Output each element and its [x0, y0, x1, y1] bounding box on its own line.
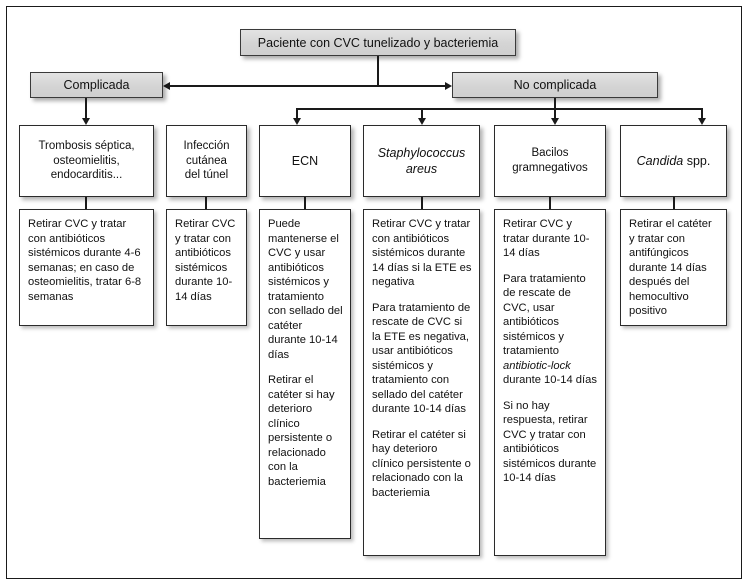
connector-drop-ecn	[296, 108, 298, 120]
connector-trombosis-to-tx	[85, 197, 87, 209]
treatment-staph-p2: Para tratamiento de rescate de CVC si la…	[372, 301, 471, 416]
connector-root-stem	[377, 56, 379, 85]
arrow-to-no-complicada	[445, 81, 452, 90]
treatment-ecn-p1: Puede mantenerse el CVC y usar antibióti…	[268, 218, 343, 361]
connector-bacilos-to-tx	[549, 197, 551, 209]
connector-ecn-to-tx	[304, 197, 306, 209]
node-no-complicada-label: No complicada	[513, 78, 597, 92]
candida-spp-text: spp.	[683, 154, 711, 168]
arrow-to-complicada	[163, 81, 170, 90]
arrow-to-staphylococcus	[417, 118, 426, 125]
node-root-paciente: Paciente con CVC tunelizado y bacteriemi…	[240, 29, 516, 56]
node-category-staphylococcus: Staphylococcus areus	[363, 125, 480, 197]
node-category-infeccion-tunel-label: Infección cutánea del túnel	[183, 139, 230, 182]
connector-split-bar	[170, 85, 445, 87]
connector-drop-bacilos	[554, 108, 556, 120]
node-category-ecn: ECN	[259, 125, 351, 197]
node-category-candida: Candida spp.	[620, 125, 727, 197]
node-category-trombosis: Trombosis séptica, osteomielitis, endoca…	[19, 125, 154, 197]
connector-complicada-down	[85, 98, 87, 119]
node-complicada: Complicada	[30, 72, 163, 98]
node-category-bacilos: Bacilos gramnegativos	[494, 125, 606, 197]
arrow-to-trombosis	[81, 118, 90, 125]
node-category-staphylococcus-label: Staphylococcus areus	[377, 146, 466, 176]
treatment-ecn-p2: Retirar el catéter si hay deterioro clín…	[268, 374, 335, 488]
candida-genus-text: Candida	[636, 154, 684, 168]
node-root-label: Paciente con CVC tunelizado y bacteriemi…	[257, 35, 499, 50]
node-category-bacilos-label: Bacilos gramnegativos	[512, 147, 588, 174]
treatment-staph-p3: Retirar el catéter si hay deterioro clín…	[372, 428, 471, 499]
treatment-staph-p1: Retirar CVC y tratar con antibióticos si…	[372, 218, 472, 288]
node-category-trombosis-label: Trombosis séptica, osteomielitis, endoca…	[38, 139, 135, 182]
connector-nocomplicada-stem	[554, 98, 556, 109]
connector-nocomplicada-bus	[296, 108, 703, 110]
treatment-box-candida: Retirar el catéter y tratar con antifúng…	[620, 209, 727, 326]
node-category-infeccion-tunel: Infección cutánea del túnel	[166, 125, 247, 197]
connector-staphylococcus-to-tx	[421, 197, 423, 209]
treatment-bacilos-p1: Retirar CVC y tratar durante 10-14 días	[503, 218, 590, 259]
treatment-box-ecn: Puede mantenerse el CVC y usar antibióti…	[259, 209, 351, 539]
treatment-bacilos-p2-italic: antibiotic-lock	[503, 359, 571, 372]
arrow-to-ecn	[292, 118, 301, 125]
treatment-box-trombosis: Retirar CVC y tratar con antibióticos si…	[19, 209, 154, 326]
node-no-complicada: No complicada	[452, 72, 658, 98]
treatment-box-staphylococcus: Retirar CVC y tratar con antibióticos si…	[363, 209, 480, 556]
treatment-box-infeccion-tunel: Retirar CVC y tratar con antibióticos si…	[166, 209, 247, 326]
treatment-bacilos-p2-post: durante 10-14 días	[503, 374, 597, 386]
node-category-ecn-label: ECN	[291, 154, 319, 168]
node-complicada-label: Complicada	[63, 78, 130, 92]
treatment-candida-p1: Retirar el catéter y tratar con antifúng…	[629, 218, 712, 317]
treatment-infeccion-p1: Retirar CVC y tratar con antibióticos si…	[175, 218, 236, 303]
treatment-bacilos-p2-pre: Para tratamiento de rescate de CVC, usar…	[503, 272, 586, 358]
arrow-to-candida	[697, 118, 706, 125]
connector-drop-staphylococcus	[421, 108, 423, 120]
treatment-box-bacilos: Retirar CVC y tratar durante 10-14 días …	[494, 209, 606, 556]
diagram-frame	[6, 6, 742, 579]
treatment-trombosis-p1: Retirar CVC y tratar con antibióticos si…	[28, 218, 142, 303]
treatment-bacilos-p3: Si no hay respuesta, retirar CVC y trata…	[503, 399, 597, 485]
node-category-candida-label: Candida spp.	[621, 153, 726, 169]
connector-drop-candida	[701, 108, 703, 120]
connector-candida-to-tx	[673, 197, 675, 209]
arrow-to-bacilos	[550, 118, 559, 125]
connector-infeccion-to-tx	[205, 197, 207, 209]
treatment-bacilos-p2: Para tratamiento de rescate de CVC, usar…	[503, 272, 598, 388]
